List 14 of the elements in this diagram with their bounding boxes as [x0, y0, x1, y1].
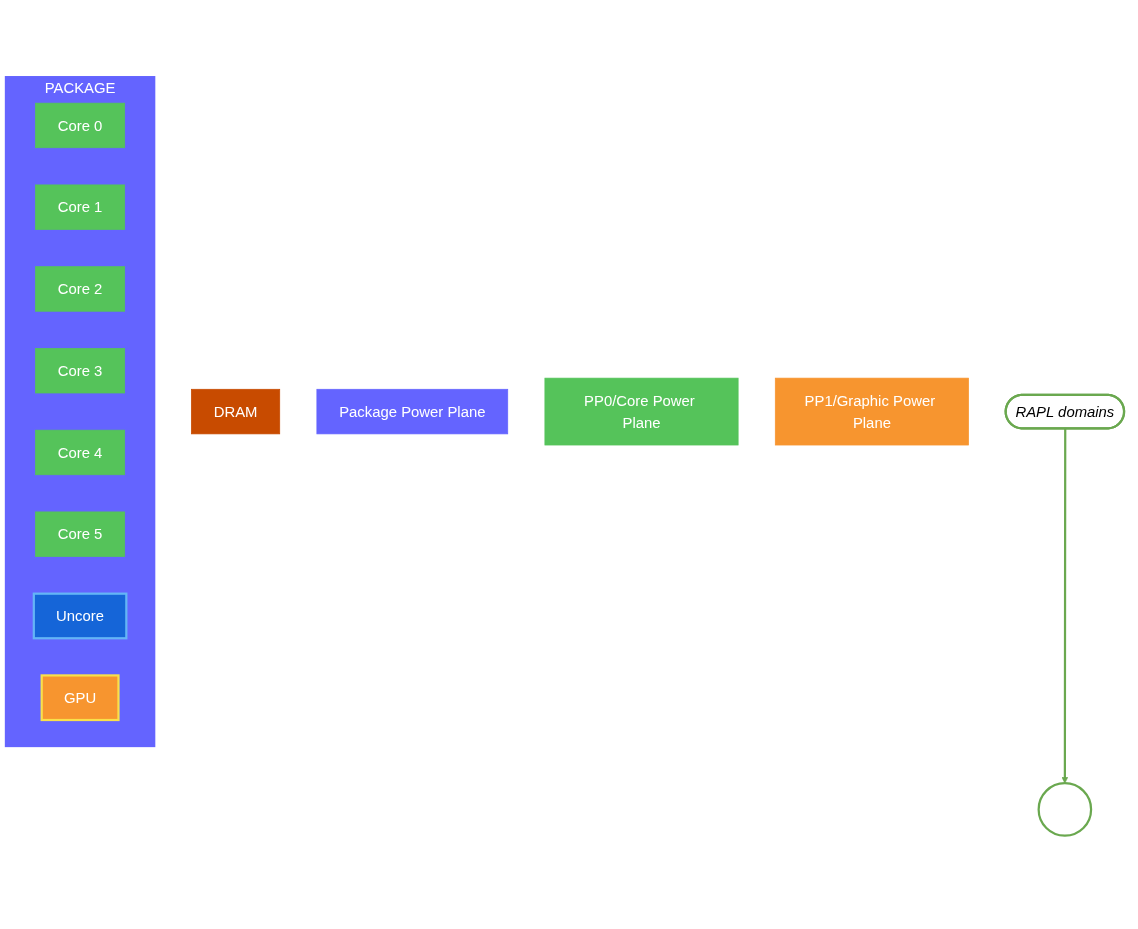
node-box: Core 5 [35, 511, 126, 557]
arrow [1061, 428, 1069, 784]
node-box: DRAM [191, 388, 281, 435]
node-box: PP1/Graphic Power Plane [774, 377, 969, 446]
node-box: Uncore [32, 592, 128, 640]
node-box: Core 1 [35, 184, 126, 230]
node-box: Core 2 [35, 266, 126, 312]
node-box: Package Power Plane [316, 388, 509, 435]
node-box: Core 3 [35, 348, 126, 394]
node-box: PP0/Core Power Plane [544, 377, 739, 446]
node-circle [1037, 782, 1093, 837]
node-box: Core 0 [35, 102, 126, 149]
node-box: GPU [40, 674, 120, 722]
node-box: Core 4 [35, 429, 126, 476]
